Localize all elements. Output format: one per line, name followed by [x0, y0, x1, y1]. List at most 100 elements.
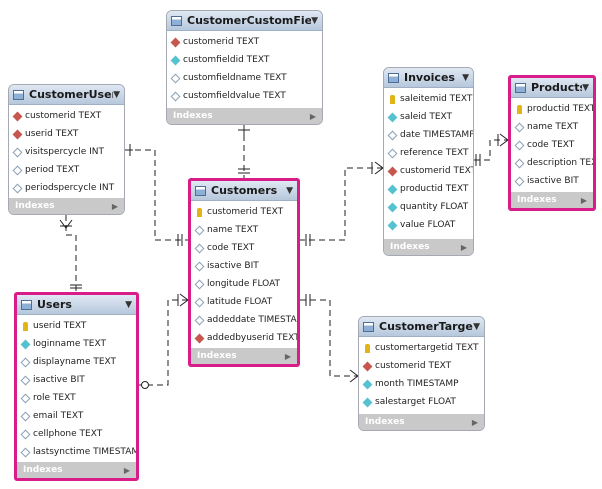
table-customerusers[interactable]: CustomerUsers ▼ customerid TEXT userid TE…: [8, 84, 125, 215]
nullable-column-icon: [194, 315, 205, 325]
nullable-column-icon: [170, 91, 181, 101]
column-row[interactable]: customerid TEXT: [9, 107, 124, 125]
expand-arrow-icon[interactable]: ▶: [284, 351, 291, 361]
column-row[interactable]: code TEXT: [511, 136, 593, 154]
column-label: code TEXT: [527, 140, 575, 150]
column-row[interactable]: isactive BIT: [17, 371, 136, 389]
column-row[interactable]: customerid TEXT: [167, 33, 322, 51]
collapse-arrow-icon[interactable]: ▼: [113, 89, 120, 100]
nullable-column-icon: [194, 297, 205, 307]
column-label: saleitemid TEXT: [400, 94, 473, 104]
column-row[interactable]: customfieldname TEXT: [167, 69, 322, 87]
table-header[interactable]: Products ▼: [511, 78, 593, 98]
column-row[interactable]: periodspercycle INT: [9, 179, 124, 197]
column-label: customerid TEXT: [375, 361, 452, 371]
column-row[interactable]: saleid TEXT: [384, 108, 473, 126]
column-row[interactable]: isactive BIT: [511, 172, 593, 190]
table-header[interactable]: Customers ▼: [191, 181, 297, 201]
column-row[interactable]: name TEXT: [511, 118, 593, 136]
nullable-column-icon: [12, 147, 23, 157]
column-label: longitude FLOAT: [207, 279, 281, 289]
indexes-section[interactable]: Indexes ▶: [167, 108, 322, 124]
column-row[interactable]: value FLOAT: [384, 216, 473, 234]
indexes-section[interactable]: Indexes ▶: [384, 239, 473, 255]
column-list: customerid TEXT customfieldid TEXT customf…: [167, 31, 322, 106]
column-label: userid TEXT: [25, 129, 79, 139]
indexes-section[interactable]: Indexes ▶: [191, 348, 297, 364]
column-row[interactable]: displayname TEXT: [17, 353, 136, 371]
column-row[interactable]: customerid TEXT: [359, 357, 484, 375]
table-title: Products: [531, 81, 583, 94]
foreign-key-icon: [12, 111, 23, 121]
column-icon: [362, 379, 373, 389]
column-row[interactable]: userid TEXT: [17, 317, 136, 335]
column-row[interactable]: latitude FLOAT: [191, 293, 297, 311]
column-row[interactable]: salestarget FLOAT: [359, 393, 484, 411]
indexes-section[interactable]: Indexes ▶: [511, 192, 593, 208]
column-row[interactable]: addedbyuserid TEXT: [191, 329, 297, 347]
table-header[interactable]: CustomerUsers ▼: [9, 85, 124, 105]
column-row[interactable]: lastsynctime TIMESTAMP: [17, 443, 136, 461]
column-row[interactable]: addeddate TIMESTAMP: [191, 311, 297, 329]
column-row[interactable]: customfieldvalue TEXT: [167, 87, 322, 105]
column-label: periodspercycle INT: [25, 183, 115, 193]
column-row[interactable]: isactive BIT: [191, 257, 297, 275]
column-row[interactable]: description TEXT: [511, 154, 593, 172]
column-row[interactable]: productid TEXT: [511, 100, 593, 118]
collapse-arrow-icon[interactable]: ▼: [462, 72, 469, 83]
column-row[interactable]: customertargetid TEXT: [359, 339, 484, 357]
table-title: Customers: [211, 184, 278, 197]
collapse-arrow-icon[interactable]: ▼: [311, 15, 318, 26]
column-row[interactable]: date TIMESTAMP: [384, 126, 473, 144]
column-row[interactable]: saleitemid TEXT: [384, 90, 473, 108]
column-icon: [20, 339, 31, 349]
column-row[interactable]: email TEXT: [17, 407, 136, 425]
column-row[interactable]: userid TEXT: [9, 125, 124, 143]
column-row[interactable]: customerid TEXT: [191, 203, 297, 221]
column-row[interactable]: role TEXT: [17, 389, 136, 407]
column-row[interactable]: reference TEXT: [384, 144, 473, 162]
column-row[interactable]: period TEXT: [9, 161, 124, 179]
indexes-section[interactable]: Indexes ▶: [9, 198, 124, 214]
collapse-arrow-icon[interactable]: ▼: [473, 321, 480, 332]
column-list: customertargetid TEXT customerid TEXT mont…: [359, 337, 484, 412]
column-label: isactive BIT: [33, 375, 85, 385]
table-header[interactable]: Invoices ▼: [384, 68, 473, 88]
column-row[interactable]: name TEXT: [191, 221, 297, 239]
collapse-arrow-icon[interactable]: ▼: [582, 82, 589, 93]
column-row[interactable]: longitude FLOAT: [191, 275, 297, 293]
expand-arrow-icon[interactable]: ▶: [309, 111, 316, 121]
column-row[interactable]: month TIMESTAMP: [359, 375, 484, 393]
collapse-arrow-icon[interactable]: ▼: [286, 185, 293, 196]
column-row[interactable]: code TEXT: [191, 239, 297, 257]
column-row[interactable]: productid TEXT: [384, 180, 473, 198]
column-label: isactive BIT: [207, 261, 259, 271]
indexes-section[interactable]: Indexes ▶: [359, 414, 484, 430]
table-header[interactable]: CustomerTargets ▼: [359, 317, 484, 337]
expand-arrow-icon[interactable]: ▶: [123, 465, 130, 475]
table-header[interactable]: CustomerCustomFields ▼: [167, 11, 322, 31]
indexes-section[interactable]: Indexes ▶: [17, 462, 136, 478]
expand-arrow-icon[interactable]: ▶: [471, 417, 478, 427]
column-row[interactable]: quantity FLOAT: [384, 198, 473, 216]
expand-arrow-icon[interactable]: ▶: [580, 195, 587, 205]
column-row[interactable]: customerid TEXT: [384, 162, 473, 180]
column-row[interactable]: cellphone TEXT: [17, 425, 136, 443]
expand-arrow-icon[interactable]: ▶: [111, 201, 118, 211]
column-row[interactable]: customfieldid TEXT: [167, 51, 322, 69]
column-label: addeddate TIMESTAMP: [207, 315, 300, 325]
collapse-arrow-icon[interactable]: ▼: [125, 299, 132, 310]
table-customertargets[interactable]: CustomerTargets ▼ customertargetid TEXTc…: [358, 316, 485, 431]
column-row[interactable]: loginname TEXT: [17, 335, 136, 353]
expand-arrow-icon[interactable]: ▶: [460, 242, 467, 252]
column-row[interactable]: visitspercycle INT: [9, 143, 124, 161]
table-header[interactable]: Users ▼: [17, 295, 136, 315]
table-customercustomfields[interactable]: CustomerCustomFields ▼ customerid TEXTcu…: [166, 10, 323, 125]
nullable-column-icon: [12, 165, 23, 175]
column-label: customfieldid TEXT: [183, 55, 270, 65]
